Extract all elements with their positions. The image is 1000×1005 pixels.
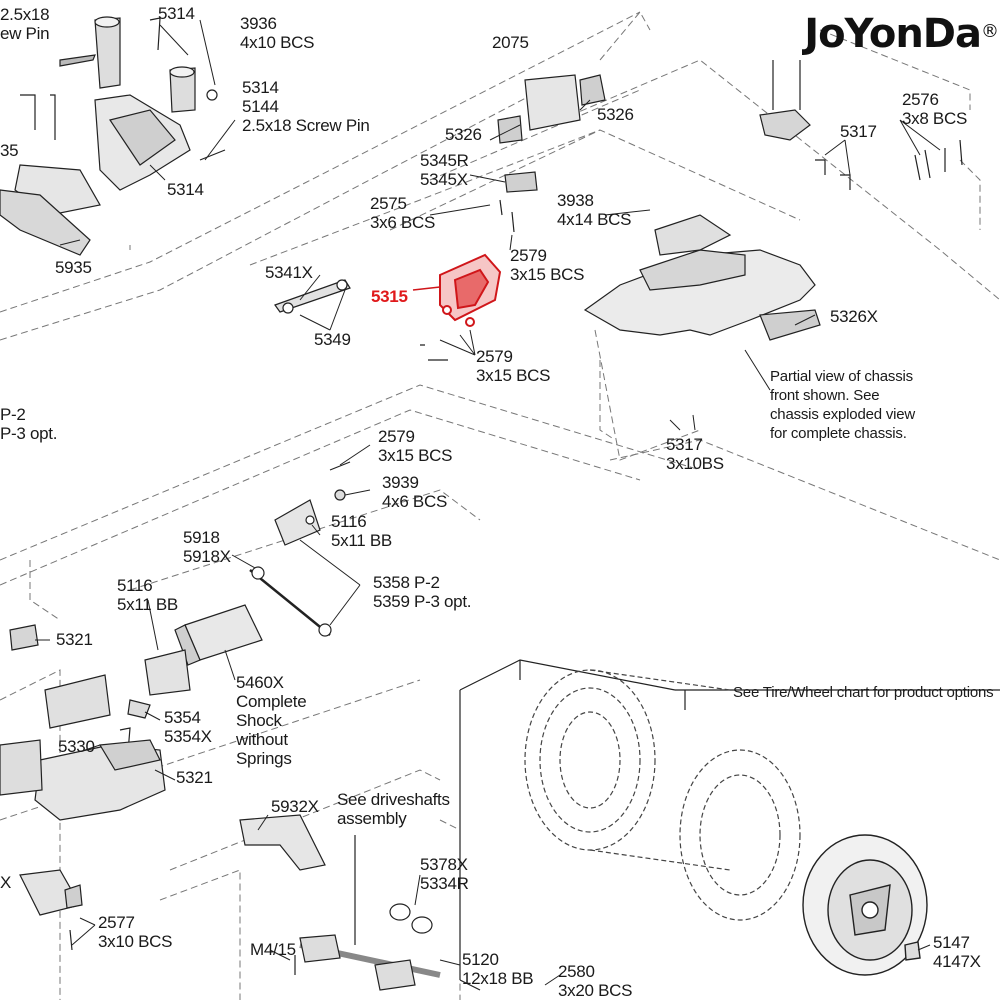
driveshaft [294,835,441,991]
label-5341x: 5341X [265,263,313,282]
label-m4-15: M4/15 [250,940,296,959]
label-5321-b: 5321 [176,768,213,787]
suspension-parts [119,461,351,753]
label-2579-b: 2579 3x15 BCS [476,347,551,385]
label-5321-a: 5321 [56,630,93,649]
label-5317-top: 5317 [840,122,877,141]
label-5349: 5349 [314,330,351,349]
label-3939: 3939 4x6 BCS [382,473,447,511]
label-5918: 5918 5918X [183,528,231,566]
registered-mark: ® [981,21,999,42]
label-5935: 5935 [55,258,92,277]
label-5326x: 5326X [830,307,878,326]
chassis-front [583,60,963,341]
axle-parts [0,624,326,951]
upper-mount-parts [0,16,226,256]
part-5315-highlight [439,253,502,327]
label-see-driveshafts: See driveshafts assembly [337,790,450,828]
label-5330: 5330 [58,737,95,756]
label-5460x-complete-shock: 5460X Complete Shock without Springs [236,673,307,768]
label-3936: 3936 4x10 BCS [240,14,315,52]
label-2575: 2575 3x6 BCS [370,194,435,232]
wheel-rim [802,834,928,976]
label-5147-4147x: 5147 4147X [933,933,981,971]
label-2577: 2577 3x10 BCS [98,913,173,951]
note-chassis-partial-view: Partial view of chassis front shown. See… [770,368,916,442]
label-5315-highlighted: 5315 [371,287,408,306]
label-5116-a: 5116 5x11 BB [331,512,392,550]
label-2580: 2580 3x20 BCS [558,962,633,1000]
label-2576: 2576 3x8 BCS [902,90,967,128]
label-2075: 2075 [492,33,529,52]
label-5326-a: 5326 [445,125,482,144]
label-5317-bottom: 5317 3x10BS [666,435,724,473]
label-5358-5359: 5358 P-2 5359 P-3 opt. [373,573,472,611]
label-5120: 5120 12x18 BB [462,950,534,988]
label-3938: 3938 4x14 BCS [557,191,632,229]
label-5378x-5334r: 5378X 5334R [420,855,469,893]
label-p2-p3: P-2 P-3 opt. [0,405,58,443]
label-35: 35 [0,141,19,160]
label-x: X [0,873,12,892]
label-5326-b: 5326 [597,105,634,124]
label-5345: 5345R 5345X [420,151,469,189]
label-screw-pin-top: ew Pin [0,24,50,43]
label-2579-a: 2579 3x15 BCS [510,246,585,284]
label-5932x: 5932X [271,797,319,816]
brand-logo: JoYonDa® [804,10,999,58]
tire-wheel [524,669,801,921]
brand-name: JoYonDa [804,11,982,57]
leader-lines [35,19,941,986]
label-5314-5144: 5314 5144 2.5x18 Screw Pin [242,78,370,135]
label-5354: 5354 5354X [164,708,212,746]
part-5315-leader [412,286,441,291]
label-5314-top: 5314 [158,4,195,23]
label-2579-c: 2579 3x15 BCS [378,427,453,465]
note-tire-wheel-chart: See Tire/Wheel chart for product options [733,684,994,701]
label-5116-b: 5116 5x11 BB [117,576,178,614]
label-5314-mid: 5314 [167,180,204,199]
label-2-5x18: 2.5x18 [0,5,50,24]
